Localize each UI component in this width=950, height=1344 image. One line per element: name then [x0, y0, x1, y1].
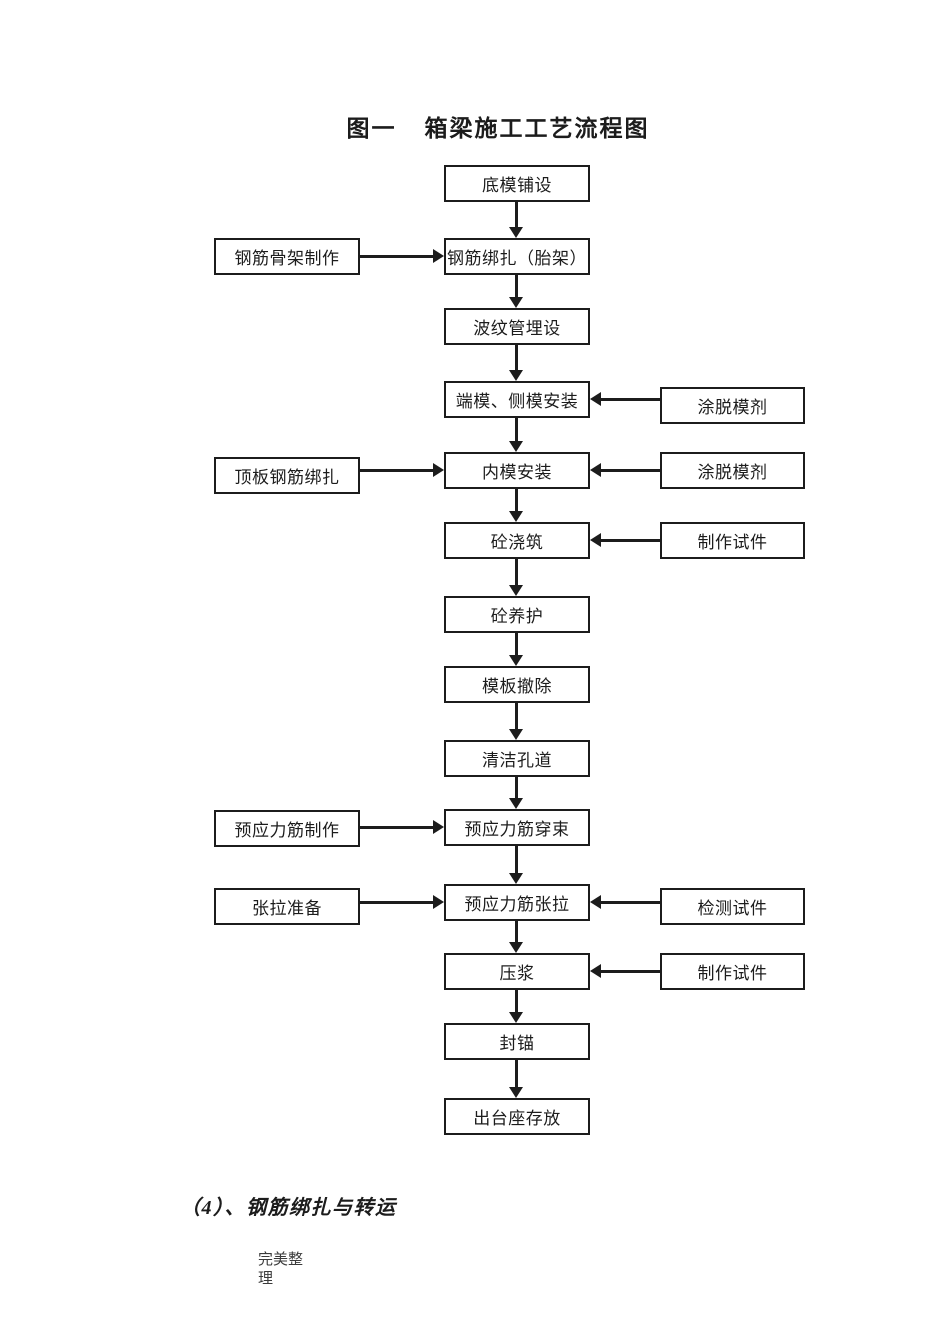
- flow-arrow-right-icon: [360, 463, 444, 478]
- node-tensioning-preparation: 张拉准备: [214, 888, 360, 925]
- node-release-agent-apply-2: 涂脱模剂: [660, 452, 805, 489]
- node-tendon-threading: 预应力筋穿束: [444, 809, 590, 846]
- node-grouting: 压浆: [444, 953, 590, 990]
- node-rebar-tying-jig: 钢筋绑扎（胎架）: [444, 238, 590, 275]
- flow-arrow-down-icon: [509, 1060, 524, 1098]
- node-tendon-fabrication: 预应力筋制作: [214, 810, 360, 847]
- flow-arrow-down-icon: [509, 990, 524, 1023]
- node-move-off-pedestal-storage: 出台座存放: [444, 1098, 590, 1135]
- node-formwork-removal: 模板撤除: [444, 666, 590, 703]
- node-concrete-curing: 砼养护: [444, 596, 590, 633]
- flow-arrow-down-icon: [509, 275, 524, 308]
- figure-title-number: 图一: [346, 116, 397, 141]
- flow-arrow-down-icon: [509, 921, 524, 953]
- node-make-test-specimen-2: 制作试件: [660, 953, 805, 990]
- flow-arrow-left-icon: [590, 392, 660, 407]
- node-release-agent-apply-1: 涂脱模剂: [660, 387, 805, 424]
- node-test-specimen-check: 检测试件: [660, 888, 805, 925]
- node-inner-formwork-install: 内模安装: [444, 452, 590, 489]
- node-make-test-specimen-1: 制作试件: [660, 522, 805, 559]
- node-corrugated-duct-embedding: 波纹管埋设: [444, 308, 590, 345]
- node-bottom-formwork-laying: 底模铺设: [444, 165, 590, 202]
- footer-watermark: 完美整理: [258, 1252, 304, 1287]
- node-concrete-pouring: 砼浇筑: [444, 522, 590, 559]
- node-duct-cleaning: 清洁孔道: [444, 740, 590, 777]
- node-end-side-formwork-install: 端模、侧模安装: [444, 381, 590, 418]
- flow-arrow-down-icon: [509, 633, 524, 666]
- flow-arrow-right-icon: [360, 820, 444, 835]
- flow-arrow-down-icon: [509, 846, 524, 884]
- node-rebar-cage-fabrication: 钢筋骨架制作: [214, 238, 360, 275]
- flow-arrow-down-icon: [509, 202, 524, 238]
- node-tendon-tensioning: 预应力筋张拉: [444, 884, 590, 921]
- flow-arrow-down-icon: [509, 489, 524, 522]
- flow-arrow-left-icon: [590, 895, 660, 910]
- flow-arrow-right-icon: [360, 895, 444, 910]
- node-top-slab-rebar-tying: 顶板钢筋绑扎: [214, 457, 360, 494]
- section-heading: （4）、钢筋绑扎与转运: [180, 1197, 397, 1219]
- flow-arrow-down-icon: [509, 418, 524, 452]
- flow-arrow-down-icon: [509, 703, 524, 740]
- flow-arrow-down-icon: [509, 345, 524, 381]
- flow-arrow-right-icon: [360, 249, 444, 264]
- flow-arrow-down-icon: [509, 777, 524, 809]
- node-anchor-sealing: 封锚: [444, 1023, 590, 1060]
- figure-title: 图一 箱梁施工工艺流程图: [48, 109, 948, 143]
- figure-title-text: 箱梁施工工艺流程图: [424, 116, 650, 141]
- flow-arrow-left-icon: [590, 463, 660, 478]
- flow-arrow-left-icon: [590, 533, 660, 548]
- flow-arrow-left-icon: [590, 964, 660, 979]
- flow-arrow-down-icon: [509, 559, 524, 596]
